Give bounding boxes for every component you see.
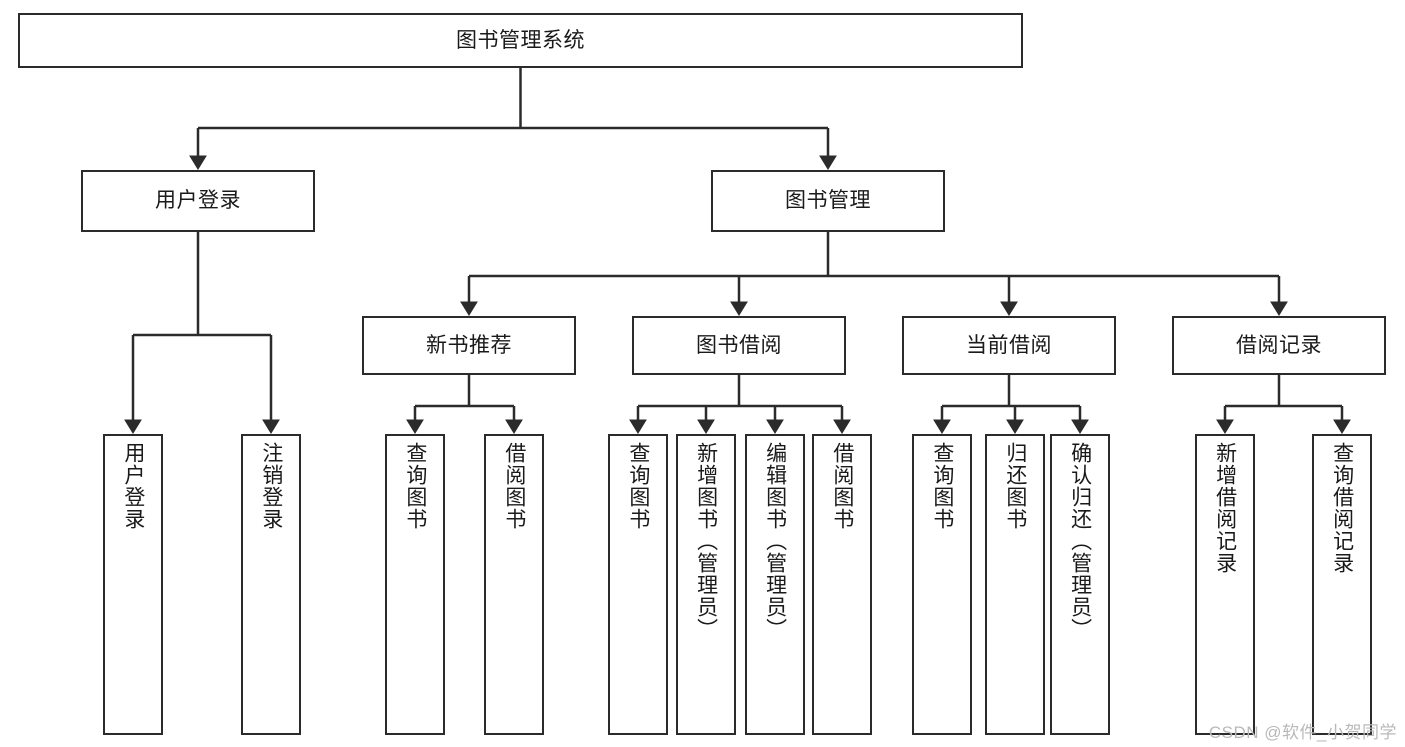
node-leaf-borrow-book-1[interactable]: 借阅图书 [484, 434, 544, 735]
node-label: 注销登录 [259, 442, 283, 530]
node-l2-book-manage[interactable]: 图书管理 [711, 170, 945, 232]
edge-arrowhead [262, 419, 280, 434]
node-label: 确认归还（管理员） [1068, 442, 1092, 640]
node-label: 图书管理 [785, 189, 871, 213]
node-label: 图书借阅 [696, 333, 782, 357]
node-l3-book-borrow[interactable]: 图书借阅 [632, 316, 846, 375]
edge-arrowhead [406, 419, 424, 434]
edge-arrowhead [697, 419, 715, 434]
node-label: 当前借阅 [966, 333, 1052, 357]
edge-arrowhead [505, 419, 523, 434]
edge-arrowhead [1071, 419, 1089, 434]
node-label: 借阅图书 [830, 442, 854, 530]
node-label: 查询图书 [626, 442, 650, 530]
node-leaf-add-record[interactable]: 新增借阅记录 [1195, 434, 1255, 735]
node-leaf-query-book-2[interactable]: 查询图书 [608, 434, 668, 735]
node-l3-borrow-record[interactable]: 借阅记录 [1172, 316, 1386, 375]
edge-arrowhead [933, 419, 951, 434]
edge-arrowhead [1000, 301, 1018, 316]
node-label: 新增借阅记录 [1213, 442, 1237, 574]
node-leaf-user-login[interactable]: 用户登录 [103, 434, 163, 735]
node-label: 新书推荐 [426, 333, 512, 357]
edge-arrowhead [819, 155, 837, 170]
edge-arrowhead [460, 301, 478, 316]
node-leaf-logout[interactable]: 注销登录 [241, 434, 301, 735]
edge-arrowhead [189, 155, 207, 170]
edge-arrowhead [766, 419, 784, 434]
node-l3-current-borrow[interactable]: 当前借阅 [902, 316, 1116, 375]
node-label: 借阅记录 [1236, 333, 1322, 357]
node-label: 用户登录 [155, 189, 241, 213]
node-l2-user-login[interactable]: 用户登录 [81, 170, 315, 232]
node-leaf-query-book-1[interactable]: 查询图书 [385, 434, 445, 735]
node-label: 查询图书 [403, 442, 427, 530]
node-label: 编辑图书（管理员） [763, 442, 787, 640]
edge-arrowhead [1216, 419, 1234, 434]
edge-arrowhead [1333, 419, 1351, 434]
edge-arrowhead [124, 419, 142, 434]
node-root[interactable]: 图书管理系统 [18, 13, 1023, 68]
node-label: 查询借阅记录 [1330, 442, 1354, 574]
node-leaf-add-book[interactable]: 新增图书（管理员） [676, 434, 736, 735]
node-label: 用户登录 [121, 442, 145, 530]
node-leaf-borrow-book-2[interactable]: 借阅图书 [812, 434, 872, 735]
node-leaf-confirm-return[interactable]: 确认归还（管理员） [1050, 434, 1110, 735]
node-leaf-return-book[interactable]: 归还图书 [985, 434, 1045, 735]
edge-arrowhead [629, 419, 647, 434]
node-label: 查询图书 [930, 442, 954, 530]
edge-arrowhead [1006, 419, 1024, 434]
node-leaf-edit-book[interactable]: 编辑图书（管理员） [745, 434, 805, 735]
node-label: 归还图书 [1003, 442, 1027, 530]
edge-arrowhead [833, 419, 851, 434]
edge-arrowhead [730, 301, 748, 316]
node-label: 新增图书（管理员） [694, 442, 718, 640]
csdn-watermark: CSDN @软件_小贺同学 [1208, 723, 1397, 742]
node-leaf-query-book-3[interactable]: 查询图书 [912, 434, 972, 735]
node-label: 图书管理系统 [456, 28, 585, 52]
node-l3-new-book-rec[interactable]: 新书推荐 [362, 316, 576, 375]
node-label: 借阅图书 [502, 442, 526, 530]
edge-arrowhead [1270, 301, 1288, 316]
node-leaf-query-record[interactable]: 查询借阅记录 [1312, 434, 1372, 735]
